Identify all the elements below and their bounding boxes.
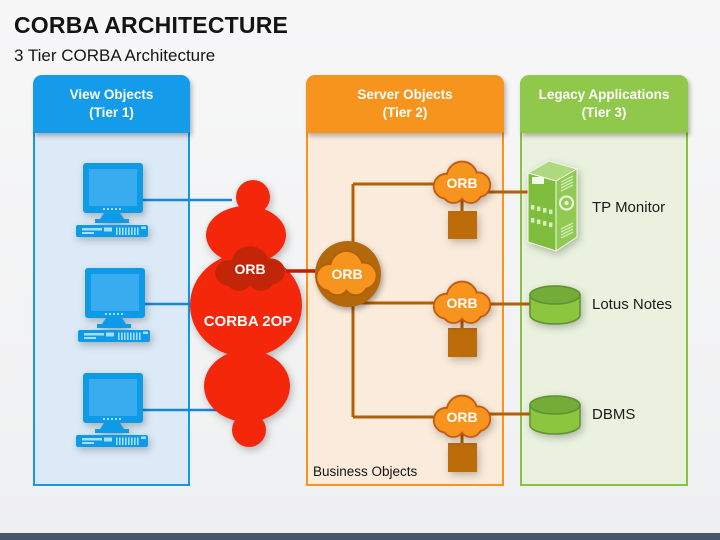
desktop-computer-icon	[76, 373, 148, 447]
desktop-computer-icon	[78, 268, 150, 342]
business-object-box	[448, 443, 477, 472]
business-object-box	[448, 328, 477, 357]
page-title: CORBA ARCHITECTURE	[14, 12, 289, 38]
legacy-item-label-dbms: DBMS	[592, 406, 636, 423]
legacy-item-label-lotus-notes: Lotus Notes	[592, 296, 673, 313]
orb-hub-label: ORB	[331, 266, 362, 282]
server-tower-icon	[526, 160, 579, 252]
orb-cloud-label: ORB	[446, 175, 477, 191]
tier3-heading-line2: (Tier 3)	[581, 105, 627, 120]
orb-cloud-label: ORB	[446, 409, 477, 425]
tier1-panel-header: View Objects (Tier 1)	[33, 75, 190, 133]
page-subtitle: 3 Tier CORBA Architecture	[14, 46, 216, 65]
tier3-panel-header: Legacy Applications (Tier 3)	[520, 75, 688, 133]
tier3-heading-line1: Legacy Applications	[538, 86, 670, 102]
tier1-heading-line2: (Tier 1)	[89, 105, 134, 120]
database-cylinder-icon	[529, 395, 581, 435]
business-objects-label: Business Objects	[313, 464, 418, 479]
business-object-boxes	[448, 211, 477, 472]
tier2-heading-line1: Server Objects	[357, 86, 453, 102]
business-object-box	[448, 211, 477, 239]
middleware-protocol-label: CORBA 2OP	[204, 313, 293, 330]
middleware-orb-label: ORB	[234, 261, 265, 277]
desktop-computer-icon	[76, 163, 148, 237]
tier1-heading-line1: View Objects	[69, 86, 154, 102]
tier2-heading-line2: (Tier 2)	[382, 105, 428, 120]
tier2-panel-header: Server Objects (Tier 2)	[306, 75, 504, 133]
orb-cloud-label: ORB	[446, 295, 477, 311]
database-cylinder-icon	[529, 285, 581, 325]
legacy-item-label-tp-monitor: TP Monitor	[592, 199, 666, 216]
slide-footer-bar	[0, 533, 720, 540]
